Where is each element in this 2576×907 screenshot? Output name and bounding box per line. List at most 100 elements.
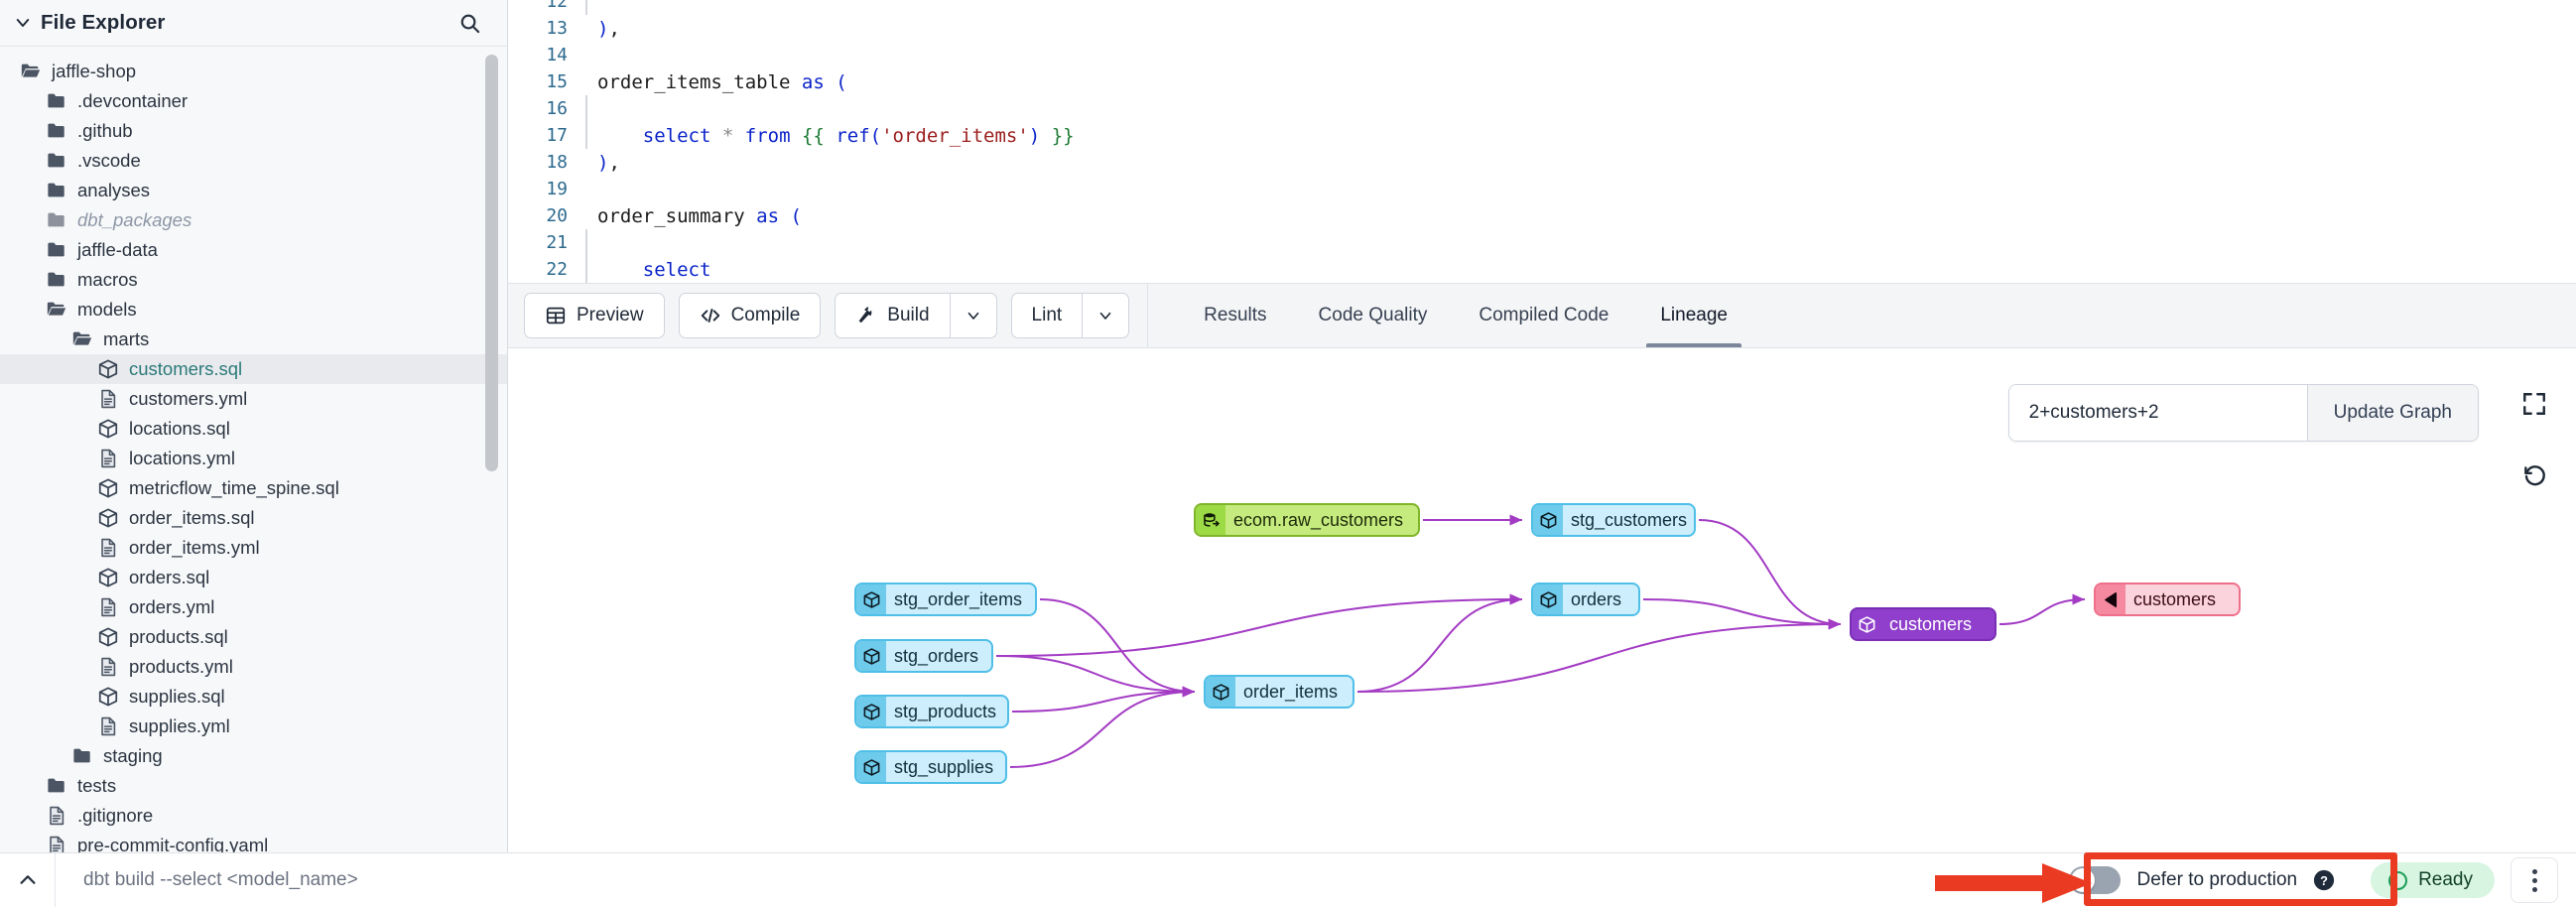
code-line[interactable]: 16: [508, 95, 2576, 122]
code-text: order_items_table as (: [587, 71, 847, 93]
file-icon: [46, 835, 67, 852]
preview-button[interactable]: Preview: [524, 293, 665, 338]
file-tree-item[interactable]: customers.sql: [0, 354, 507, 384]
lineage-node[interactable]: customers: [1850, 607, 1996, 641]
kebab-menu-icon[interactable]: [2511, 857, 2558, 903]
file-tree-item[interactable]: jaffle-shop: [0, 57, 507, 86]
reset-rotate-icon[interactable]: [2514, 455, 2554, 495]
code-line[interactable]: 18),: [508, 149, 2576, 176]
file-icon: [97, 537, 119, 559]
code-line[interactable]: 14: [508, 42, 2576, 68]
tab-code-quality[interactable]: Code Quality: [1293, 284, 1454, 347]
lineage-node[interactable]: ecom.raw_customers: [1194, 503, 1420, 537]
file-tree[interactable]: jaffle-shop.devcontainer.github.vscode an…: [0, 47, 507, 852]
file-tree-item[interactable]: supplies.yml: [0, 712, 507, 741]
file-tree-item[interactable]: order_items.yml: [0, 533, 507, 563]
file-tree-item[interactable]: staging: [0, 741, 507, 771]
graph-selector-input[interactable]: [2009, 385, 2307, 441]
file-tree-item[interactable]: .github: [0, 116, 507, 146]
tab-results[interactable]: Results: [1178, 284, 1292, 347]
lineage-node[interactable]: orders: [1531, 583, 1640, 616]
cube-icon: [856, 752, 886, 782]
status-badge: Ready: [2371, 862, 2495, 898]
lineage-edge: [1643, 599, 1841, 624]
file-tree-item[interactable]: locations.yml: [0, 444, 507, 473]
folder-icon: [46, 180, 67, 201]
file-tree-item[interactable]: macros: [0, 265, 507, 295]
code-line[interactable]: 12: [508, 0, 2576, 15]
code-line[interactable]: 22 select: [508, 256, 2576, 283]
file-tree-item[interactable]: supplies.sql: [0, 682, 507, 712]
code-line[interactable]: 19: [508, 176, 2576, 202]
command-input[interactable]: dbt build --select <model_name>: [55, 853, 2047, 907]
code-line[interactable]: 15order_items_table as (: [508, 68, 2576, 95]
editor-toolbar: Preview Compile Build Lint ResultsCode Qual…: [508, 283, 2576, 348]
code-brackets-icon: [700, 305, 721, 326]
lineage-node[interactable]: stg_products: [854, 695, 1009, 728]
folder-icon: [46, 269, 67, 291]
file-tree-item[interactable]: order_items.sql: [0, 503, 507, 533]
lineage-node[interactable]: stg_customers: [1531, 503, 1696, 537]
defer-to-production-toggle[interactable]: [2069, 866, 2121, 894]
file-tree-item[interactable]: .gitignore: [0, 801, 507, 831]
code-text: select * from {{ ref('order_items') }}: [587, 125, 1075, 147]
lineage-node[interactable]: customers: [2094, 583, 2241, 616]
file-tree-item[interactable]: marts: [0, 324, 507, 354]
update-graph-button[interactable]: Update Graph: [2307, 385, 2478, 441]
table-grid-icon: [545, 305, 567, 326]
code-line[interactable]: 20order_summary as (: [508, 202, 2576, 229]
file-tree-item[interactable]: analyses: [0, 176, 507, 205]
lineage-node[interactable]: order_items: [1204, 675, 1354, 709]
file-tree-item[interactable]: dbt_packages: [0, 205, 507, 235]
file-tree-item[interactable]: customers.yml: [0, 384, 507, 414]
chevron-up-icon[interactable]: [0, 869, 55, 891]
file-tree-item[interactable]: .devcontainer: [0, 86, 507, 116]
sidebar-scrollbar[interactable]: [485, 55, 498, 471]
file-tree-item[interactable]: pre-commit-config.yaml: [0, 831, 507, 852]
lineage-canvas[interactable]: Update Graph ecom.raw_customers stg_custo…: [508, 348, 2576, 852]
chevron-down-icon[interactable]: [14, 14, 32, 32]
folder-open-icon: [46, 299, 67, 321]
expand-icon[interactable]: [2514, 384, 2554, 424]
compile-button[interactable]: Compile: [679, 293, 822, 338]
file-tree-item[interactable]: .vscode: [0, 146, 507, 176]
file-tree-item[interactable]: models: [0, 295, 507, 324]
lineage-node[interactable]: stg_supplies: [854, 750, 1007, 784]
page-title: File Explorer: [41, 11, 165, 35]
indent-guide: [585, 229, 587, 256]
file-tree-item[interactable]: orders.sql: [0, 563, 507, 592]
cube-icon: [1206, 677, 1235, 707]
lineage-node[interactable]: stg_orders: [854, 639, 993, 673]
result-tabs[interactable]: ResultsCode QualityCompiled CodeLineage: [1178, 284, 1753, 347]
hammer-icon: [855, 305, 877, 326]
code-line[interactable]: 13),: [508, 15, 2576, 42]
search-icon[interactable]: [458, 12, 481, 35]
tab-lineage[interactable]: Lineage: [1634, 284, 1753, 347]
cube-icon: [97, 686, 119, 708]
help-circle-icon[interactable]: ?: [2313, 869, 2335, 891]
build-dropdown-chevron-down-icon[interactable]: [950, 293, 997, 338]
lint-dropdown-chevron-down-icon[interactable]: [1082, 293, 1129, 338]
folder-icon: [46, 775, 67, 797]
code-line[interactable]: 21: [508, 229, 2576, 256]
sql-code-editor[interactable]: 1213),1415order_items_table as (1617 sel…: [508, 0, 2576, 283]
lineage-node[interactable]: stg_order_items: [854, 583, 1037, 616]
file-tree-item[interactable]: metricflow_time_spine.sql: [0, 473, 507, 503]
file-tree-item[interactable]: tests: [0, 771, 507, 801]
tab-compiled-code[interactable]: Compiled Code: [1453, 284, 1634, 347]
file-tree-item-label: order_items.yml: [129, 539, 260, 558]
file-icon: [97, 448, 119, 469]
lineage-node-label: stg_supplies: [886, 758, 1005, 776]
build-button[interactable]: Build: [835, 293, 949, 338]
toolbar-button-label: Build: [887, 305, 929, 326]
file-tree-item[interactable]: locations.sql: [0, 414, 507, 444]
file-tree-item[interactable]: jaffle-data: [0, 235, 507, 265]
file-tree-item-label: analyses: [77, 182, 150, 200]
file-tree-item[interactable]: products.sql: [0, 622, 507, 652]
lint-button[interactable]: Lint: [1011, 293, 1083, 338]
defer-to-production-control[interactable]: Defer to production ?: [2047, 858, 2357, 902]
file-tree-item[interactable]: products.yml: [0, 652, 507, 682]
file-tree-item[interactable]: orders.yml: [0, 592, 507, 622]
file-tree-item-label: products.yml: [129, 658, 233, 677]
code-line[interactable]: 17 select * from {{ ref('order_items') }…: [508, 122, 2576, 149]
